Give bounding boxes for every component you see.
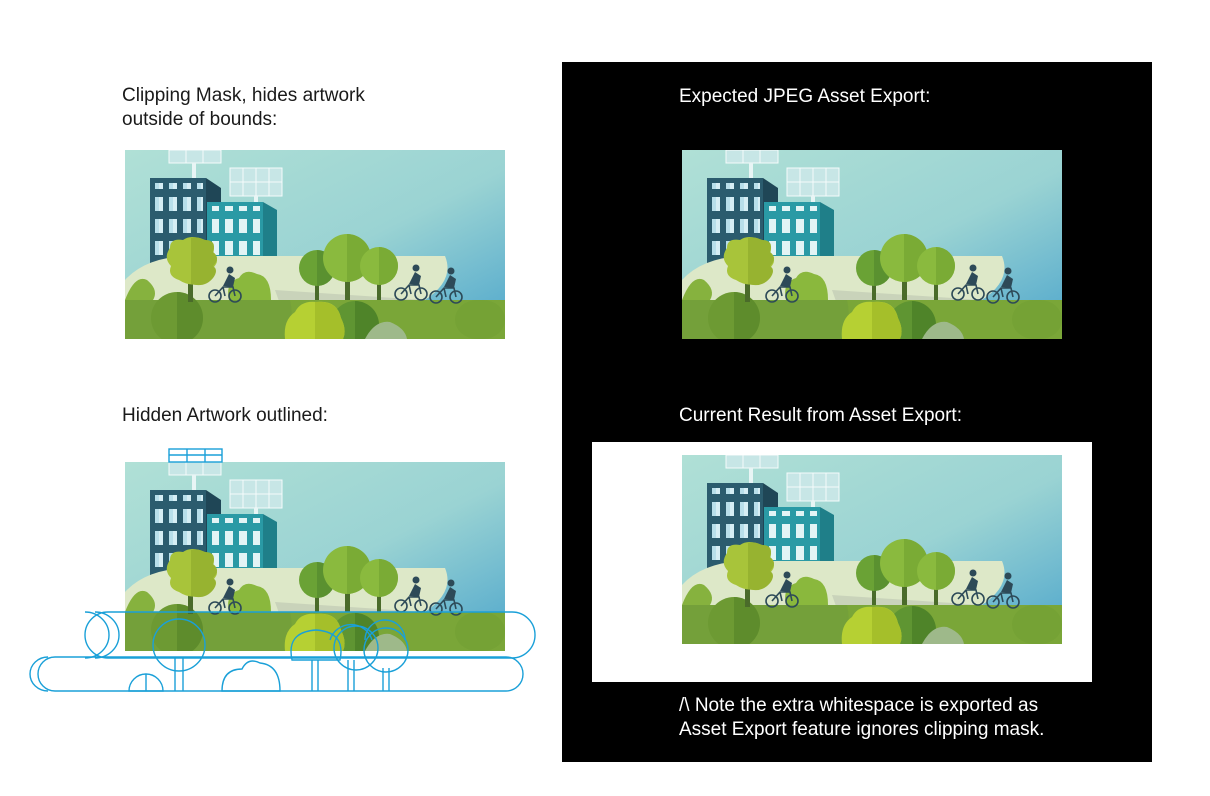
- note-line1: /\ Note the extra whitespace is exported…: [679, 695, 1039, 716]
- expected-export-image: [682, 150, 1062, 339]
- expected-export-caption: Expected JPEG Asset Export:: [679, 86, 931, 107]
- outline-hedge-top: [84, 611, 536, 659]
- outline-hedge-bottom: [37, 656, 524, 692]
- current-result-caption: Current Result from Asset Export:: [679, 405, 962, 426]
- clipping-mask-caption-line2: outside of bounds:: [122, 109, 278, 130]
- clipping-mask-caption: Clipping Mask, hides artwork outside of …: [122, 84, 365, 132]
- clipping-mask-caption-line1: Clipping Mask, hides artwork: [122, 85, 365, 106]
- hidden-artwork-caption: Hidden Artwork outlined:: [122, 405, 328, 426]
- note-caption: /\ Note the extra whitespace is exported…: [679, 694, 1044, 742]
- current-export-image: [682, 455, 1062, 644]
- note-line2: Asset Export feature ignores clipping ma…: [679, 719, 1045, 740]
